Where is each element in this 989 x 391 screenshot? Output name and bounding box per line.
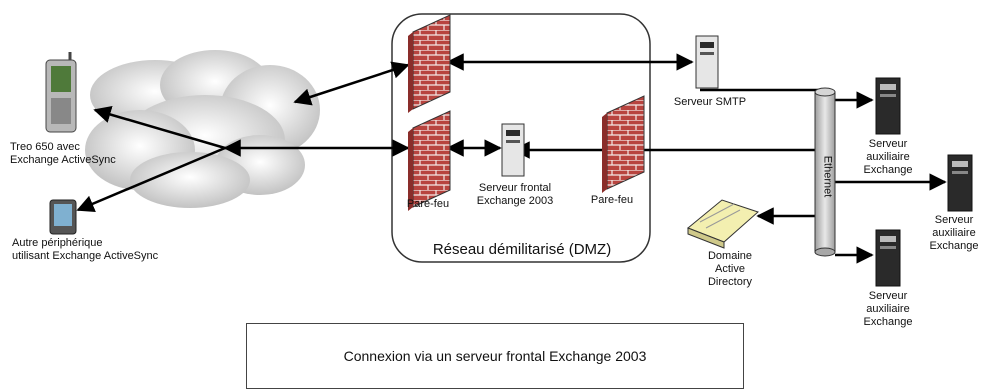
internet-cloud <box>85 50 320 208</box>
other-device-icon <box>49 199 77 235</box>
smtp-server-label: Serveur SMTP <box>673 96 747 108</box>
firewall-left-label: Pare-feu <box>406 198 450 210</box>
frontend-server-label: Serveur frontal Exchange 2003 <box>476 182 554 207</box>
dmz-label: Réseau démilitarisé (DMZ) <box>432 241 612 258</box>
aux-server-2-label: Serveur auxiliaire Exchange <box>929 214 979 252</box>
aux-server-3-label: Serveur auxiliaire Exchange <box>863 290 913 328</box>
firewall-right-label: Pare-feu <box>590 194 634 206</box>
ethernet-label: Ethernet <box>821 155 834 198</box>
firewall-top <box>408 14 451 113</box>
treo-phone-icon <box>45 52 77 133</box>
caption-text: Connexion via un serveur frontal Exchang… <box>343 348 647 364</box>
dmz-boundary <box>391 13 651 263</box>
connection-lines <box>76 53 947 264</box>
treo-label: Treo 650 avec Exchange ActiveSync <box>10 141 116 166</box>
other-device-label: Autre périphérique utilisant Exchange Ac… <box>12 237 159 262</box>
smtp-server-icon <box>695 35 719 89</box>
active-directory-icon <box>687 199 759 249</box>
frontend-server-icon <box>501 123 525 177</box>
aux-server-3-icon <box>875 229 901 287</box>
aux-server-1-icon <box>875 77 901 135</box>
firewall-right <box>602 95 645 193</box>
aux-server-1-label: Serveur auxiliaire Exchange <box>863 138 913 176</box>
ethernet-bus-icon <box>814 87 836 257</box>
active-directory-label: Domaine Active Directory <box>707 250 753 288</box>
firewall-left <box>408 110 451 211</box>
caption-box: Connexion via un serveur frontal Exchang… <box>246 323 744 389</box>
aux-server-2-icon <box>947 154 973 212</box>
